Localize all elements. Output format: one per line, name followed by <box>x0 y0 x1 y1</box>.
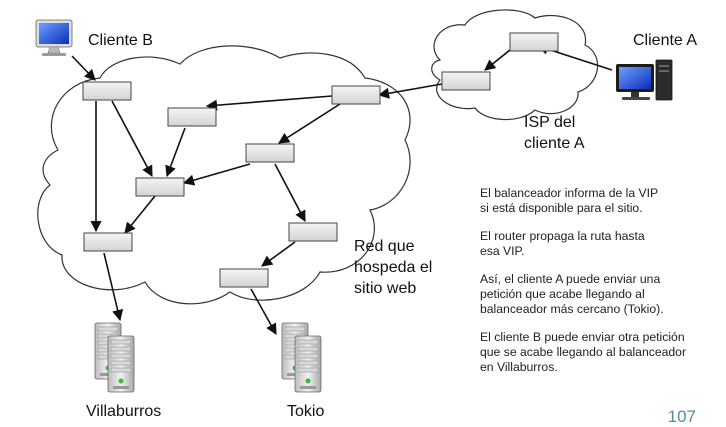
client-a-label: Cliente A <box>633 32 698 49</box>
router-icon <box>331 85 381 105</box>
router-icon <box>219 268 269 288</box>
network-links <box>71 43 613 335</box>
router-icon <box>441 71 491 91</box>
note-paragraph: El router propaga la ruta hasta esa VIP. <box>480 229 645 258</box>
note-paragraph: Así, el cliente A puede enviar una petic… <box>480 272 664 316</box>
client-b-label: Cliente B <box>88 32 153 49</box>
explanation-notes: El balanceador informa de la VIP si está… <box>480 186 720 388</box>
server-rack-icon <box>281 322 322 393</box>
note-paragraph: El balanceador informa de la VIP si está… <box>480 186 659 215</box>
router-icon <box>509 32 559 52</box>
router-icon <box>245 143 295 163</box>
router-icon <box>288 222 338 242</box>
router-icon <box>135 177 185 197</box>
desktop-computer-icon <box>616 59 673 101</box>
isp-label: ISP del cliente A <box>524 114 585 152</box>
isp-cloud <box>431 9 599 121</box>
hosting-network-label: Red que hospeda el sitio web <box>354 238 433 297</box>
villaburros-label: Villaburros <box>86 403 162 420</box>
note-paragraph: El cliente B puede enviar otra petición … <box>480 330 686 374</box>
page-number: 107 <box>667 407 696 426</box>
router-icon <box>83 232 133 252</box>
router-icon <box>167 107 217 127</box>
server-rack-icon <box>94 322 135 393</box>
tokio-label: Tokio <box>287 403 325 420</box>
router-icon <box>82 81 132 101</box>
monitor-icon <box>35 19 73 56</box>
